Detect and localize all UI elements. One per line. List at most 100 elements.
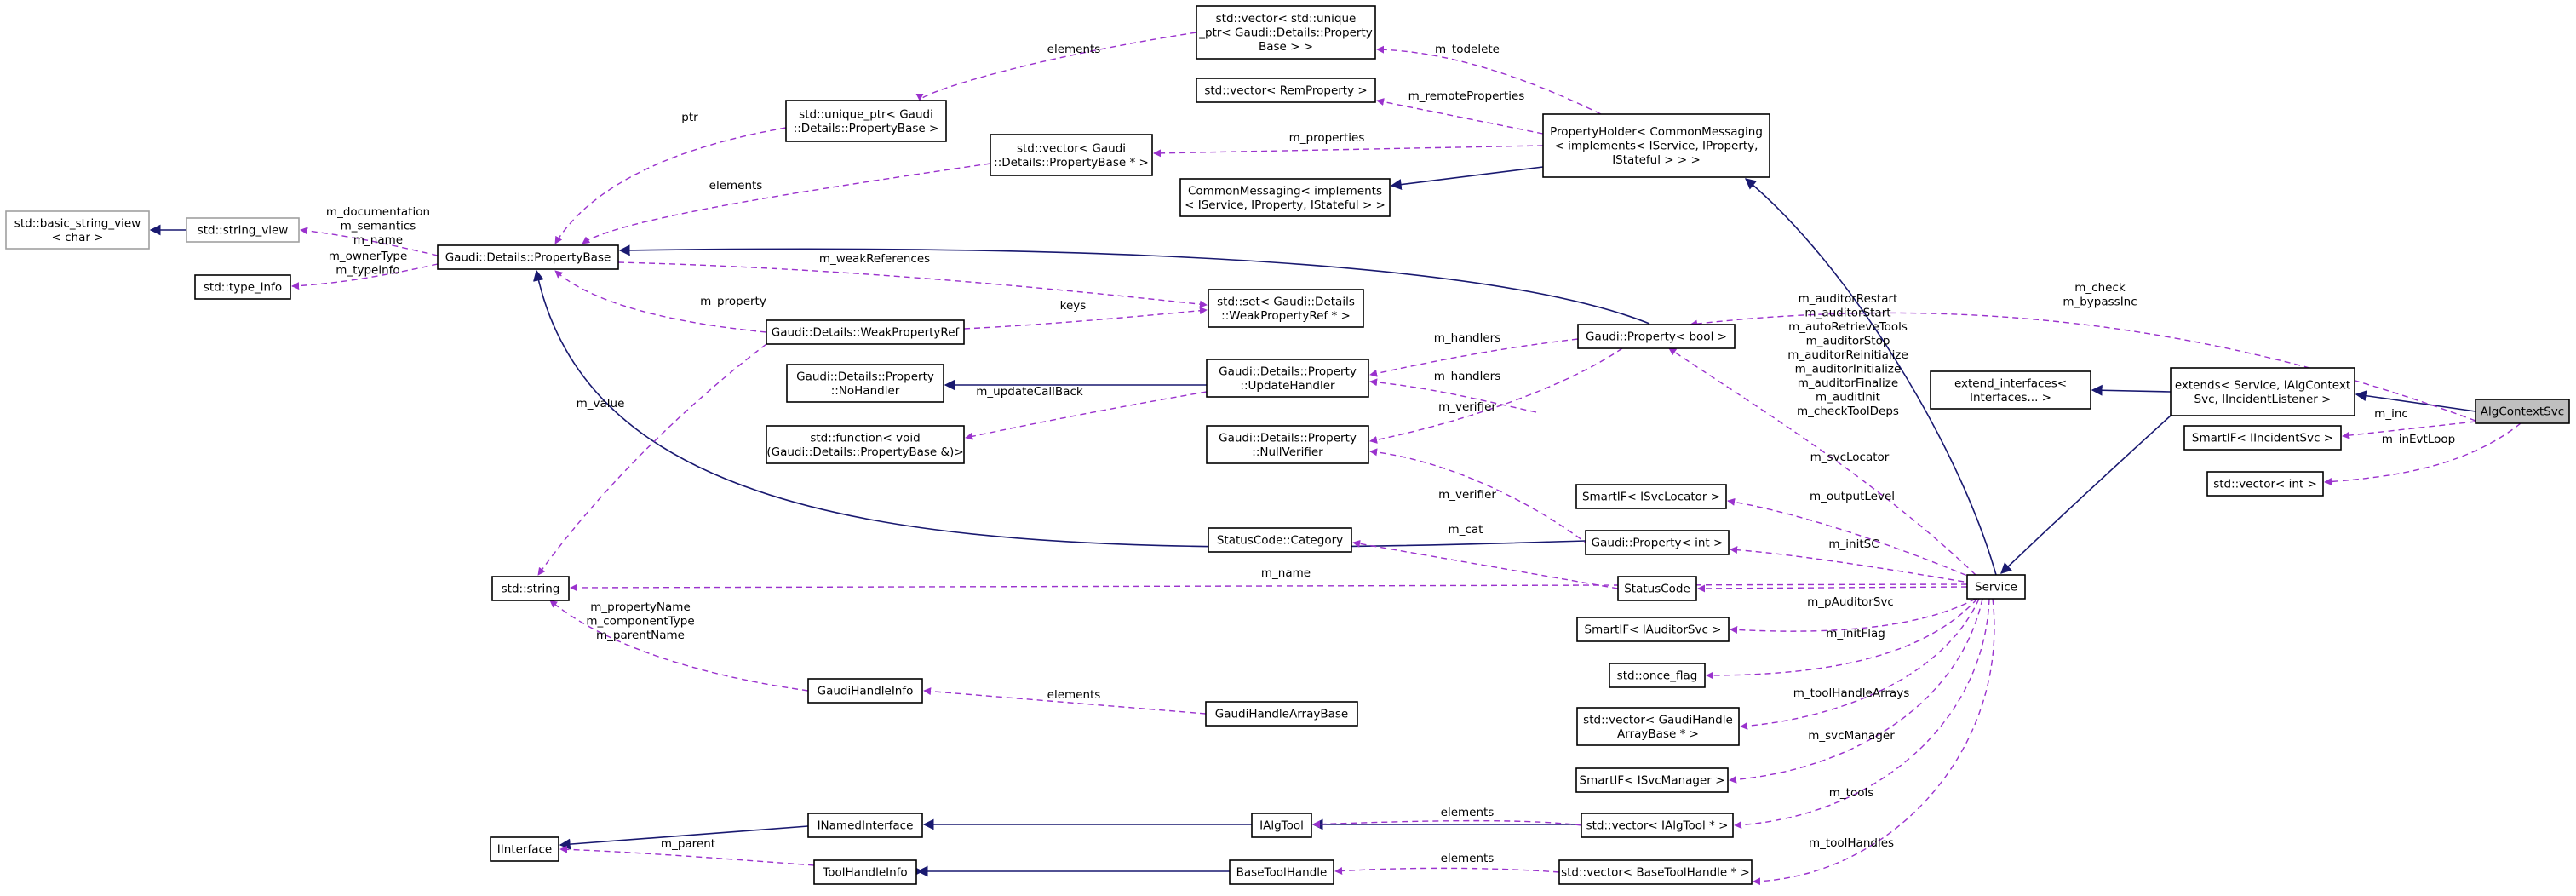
class-node-smartif-iincidentsvc[interactable]: SmartIF< IIncidentSvc > xyxy=(2183,425,2342,451)
class-node-vector-propertybase-ptr[interactable]: std::vector< Gaudi::Details::PropertyBas… xyxy=(990,134,1153,176)
class-node-statuscode[interactable]: StatusCode xyxy=(1617,576,1697,601)
edge-label-line: elements xyxy=(1047,43,1101,56)
class-node-iinterface[interactable]: IInterface xyxy=(490,836,559,862)
edge-label-e22: m_svcLocator xyxy=(1810,451,1890,464)
edge-label-e17: m_handlers xyxy=(1434,370,1501,383)
class-node-box xyxy=(1542,113,1770,178)
association-edge-e33 xyxy=(1312,819,1582,829)
class-node-vector-gaudihandlearraybase[interactable]: std::vector< GaudiHandleArrayBase * > xyxy=(1576,707,1740,746)
association-edge-e14 xyxy=(554,270,767,333)
edge-label-e8: ptr xyxy=(681,111,698,124)
class-node-smartif-isvclocator[interactable]: SmartIF< ISvcLocator > xyxy=(1575,484,1727,509)
edge-label-line: m_toolHandles xyxy=(1809,836,1894,850)
edge-label-line: m_cat xyxy=(1449,523,1483,537)
association-edge-e1 xyxy=(1690,312,2476,422)
class-node-property-int[interactable]: Gaudi::Property< int > xyxy=(1585,530,1730,555)
class-node-gaudihandleinfo[interactable]: GaudiHandleInfo xyxy=(807,678,923,704)
edge-label-line: ptr xyxy=(681,111,698,124)
class-node-algcontextsvc[interactable]: AlgContextSvc xyxy=(2475,399,2570,424)
class-node-box xyxy=(491,576,570,601)
class-node-std-string[interactable]: std::string xyxy=(491,576,570,601)
class-node-propertyholder[interactable]: PropertyHolder< CommonMessaging< impleme… xyxy=(1542,113,1770,178)
class-node-vector-ialgtool[interactable]: std::vector< IAlgTool * > xyxy=(1581,813,1734,838)
class-node-vector-remproperty[interactable]: std::vector< RemProperty > xyxy=(1196,78,1376,103)
class-node-commonmessaging[interactable]: CommonMessaging< implements< IService, I… xyxy=(1179,178,1391,217)
association-edge-e27 xyxy=(1730,598,1976,634)
inheritance-edge-5 xyxy=(618,244,1650,325)
class-node-label: std::vector< IAlgTool * > xyxy=(1586,819,1729,833)
class-node-box xyxy=(1617,576,1697,601)
class-node-vector-basetoolhandle[interactable]: std::vector< BaseToolHandle * > xyxy=(1558,859,1753,885)
class-node-smartif-iauditorsvc[interactable]: SmartIF< IAuditorSvc > xyxy=(1576,617,1730,642)
class-node-statuscode-category[interactable]: StatusCode::Category xyxy=(1208,527,1352,553)
class-node-ialgtool[interactable]: IAlgTool xyxy=(1251,813,1312,838)
class-node-extend-interfaces[interactable]: extend_interfaces<Interfaces... > xyxy=(1930,370,2091,410)
class-node-label: ::NoHandler xyxy=(831,384,900,398)
edge-label-line: m_name xyxy=(1261,566,1311,580)
class-node-inamedinterface[interactable]: INamedInterface xyxy=(807,813,923,838)
class-node-nullverifier[interactable]: Gaudi::Details::Property::NullVerifier xyxy=(1206,425,1369,464)
class-node-box xyxy=(490,836,559,862)
class-node-weakpropertyref[interactable]: Gaudi::Details::WeakPropertyRef xyxy=(766,319,965,345)
class-node-box xyxy=(437,244,619,270)
inheritance-edge-10 xyxy=(559,825,809,850)
class-node-label: SmartIF< ISvcLocator > xyxy=(1582,491,1720,504)
inheritance-edge-1 xyxy=(2091,384,2172,396)
inheritance-edge-2 xyxy=(2000,415,2172,574)
edge-label-e5: m_remoteProperties xyxy=(1408,89,1525,103)
class-node-basetoolhandle[interactable]: BaseToolHandle xyxy=(1229,859,1334,885)
class-node-label: INamedInterface xyxy=(818,819,914,833)
class-node-box xyxy=(2206,471,2324,497)
class-node-type-info[interactable]: std::type_info xyxy=(194,274,291,300)
edge-label-line: m_auditorStart xyxy=(1804,307,1890,320)
class-node-label: IInterface xyxy=(497,843,552,857)
association-edge-e12 xyxy=(617,261,1208,308)
association-edge-e19 xyxy=(1369,347,1623,444)
edge-label-e3: m_inEvtLoop xyxy=(2382,433,2455,446)
edge-label-line: m_verifier xyxy=(1438,488,1496,502)
class-node-label: Gaudi::Property< int > xyxy=(1592,537,1724,550)
association-edge-e24 xyxy=(1352,539,1619,589)
association-edge-e31 xyxy=(1740,598,1980,730)
class-node-toolhandleinfo[interactable]: ToolHandleInfo xyxy=(813,859,917,885)
class-node-vector-int[interactable]: std::vector< int > xyxy=(2206,471,2324,497)
class-node-label: StatusCode xyxy=(1624,583,1690,596)
class-node-box xyxy=(1206,359,1369,398)
class-node-once-flag[interactable]: std::once_flag xyxy=(1609,663,1706,688)
edge-label-e33: elements xyxy=(1441,806,1495,819)
edge-label-line: m_auditorFinalize xyxy=(1798,376,1898,390)
class-node-label: Gaudi::Details::Property xyxy=(1219,431,1357,445)
class-node-label: _ptr< Gaudi::Details::Property xyxy=(1198,26,1373,40)
edge-label-e24: m_cat xyxy=(1449,523,1483,537)
class-node-unique-ptr[interactable]: std::unique_ptr< Gaudi::Details::Propert… xyxy=(785,100,947,142)
class-node-property-bool[interactable]: Gaudi::Property< bool > xyxy=(1577,324,1736,349)
class-node-propertybase[interactable]: Gaudi::Details::PropertyBase xyxy=(437,244,619,270)
class-node-updatehandler[interactable]: Gaudi::Details::Property::UpdateHandler xyxy=(1206,359,1369,398)
class-node-smartif-isvcmanager[interactable]: SmartIF< ISvcManager > xyxy=(1575,767,1729,793)
class-node-service[interactable]: Service xyxy=(1966,574,2026,600)
edge-label-e6: m_properties xyxy=(1289,131,1365,145)
class-node-vector-unique-ptr[interactable]: std::vector< std::unique_ptr< Gaudi::Det… xyxy=(1196,5,1376,60)
class-node-box xyxy=(1575,767,1729,793)
class-node-box xyxy=(1208,289,1364,328)
class-node-nohandler[interactable]: Gaudi::Details::Property::NoHandler xyxy=(786,364,944,403)
class-node-set-weakpropertyref[interactable]: std::set< Gaudi::Details::WeakPropertyRe… xyxy=(1208,289,1364,328)
edge-label-e35: m_parent xyxy=(661,837,715,851)
edge-label-line: m_auditorRestart xyxy=(1799,292,1898,306)
class-node-label: std::unique_ptr< Gaudi xyxy=(799,107,933,121)
class-node-gaudihandlearraybase[interactable]: GaudiHandleArrayBase xyxy=(1205,701,1358,727)
edge-label-line: m_weakReferences xyxy=(819,252,930,266)
edge-label-line: m_handlers xyxy=(1434,331,1501,345)
edge-label-line: elements xyxy=(1441,852,1495,865)
class-node-label: BaseToolHandle xyxy=(1236,866,1328,880)
class-node-label: std::once_flag xyxy=(1617,669,1698,683)
class-node-label: ArrayBase * > xyxy=(1617,727,1699,741)
class-node-function-void[interactable]: std::function< void(Gaudi::Details::Prop… xyxy=(766,425,965,464)
association-edge-e25 xyxy=(1697,584,1968,593)
class-node-box xyxy=(1558,859,1753,885)
class-node-label: GaudiHandleArrayBase xyxy=(1215,708,1348,721)
class-node-basic-string-view[interactable]: std::basic_string_view< char > xyxy=(5,210,150,250)
class-node-box xyxy=(766,319,965,345)
class-node-string-view[interactable]: std::string_view xyxy=(186,217,300,243)
